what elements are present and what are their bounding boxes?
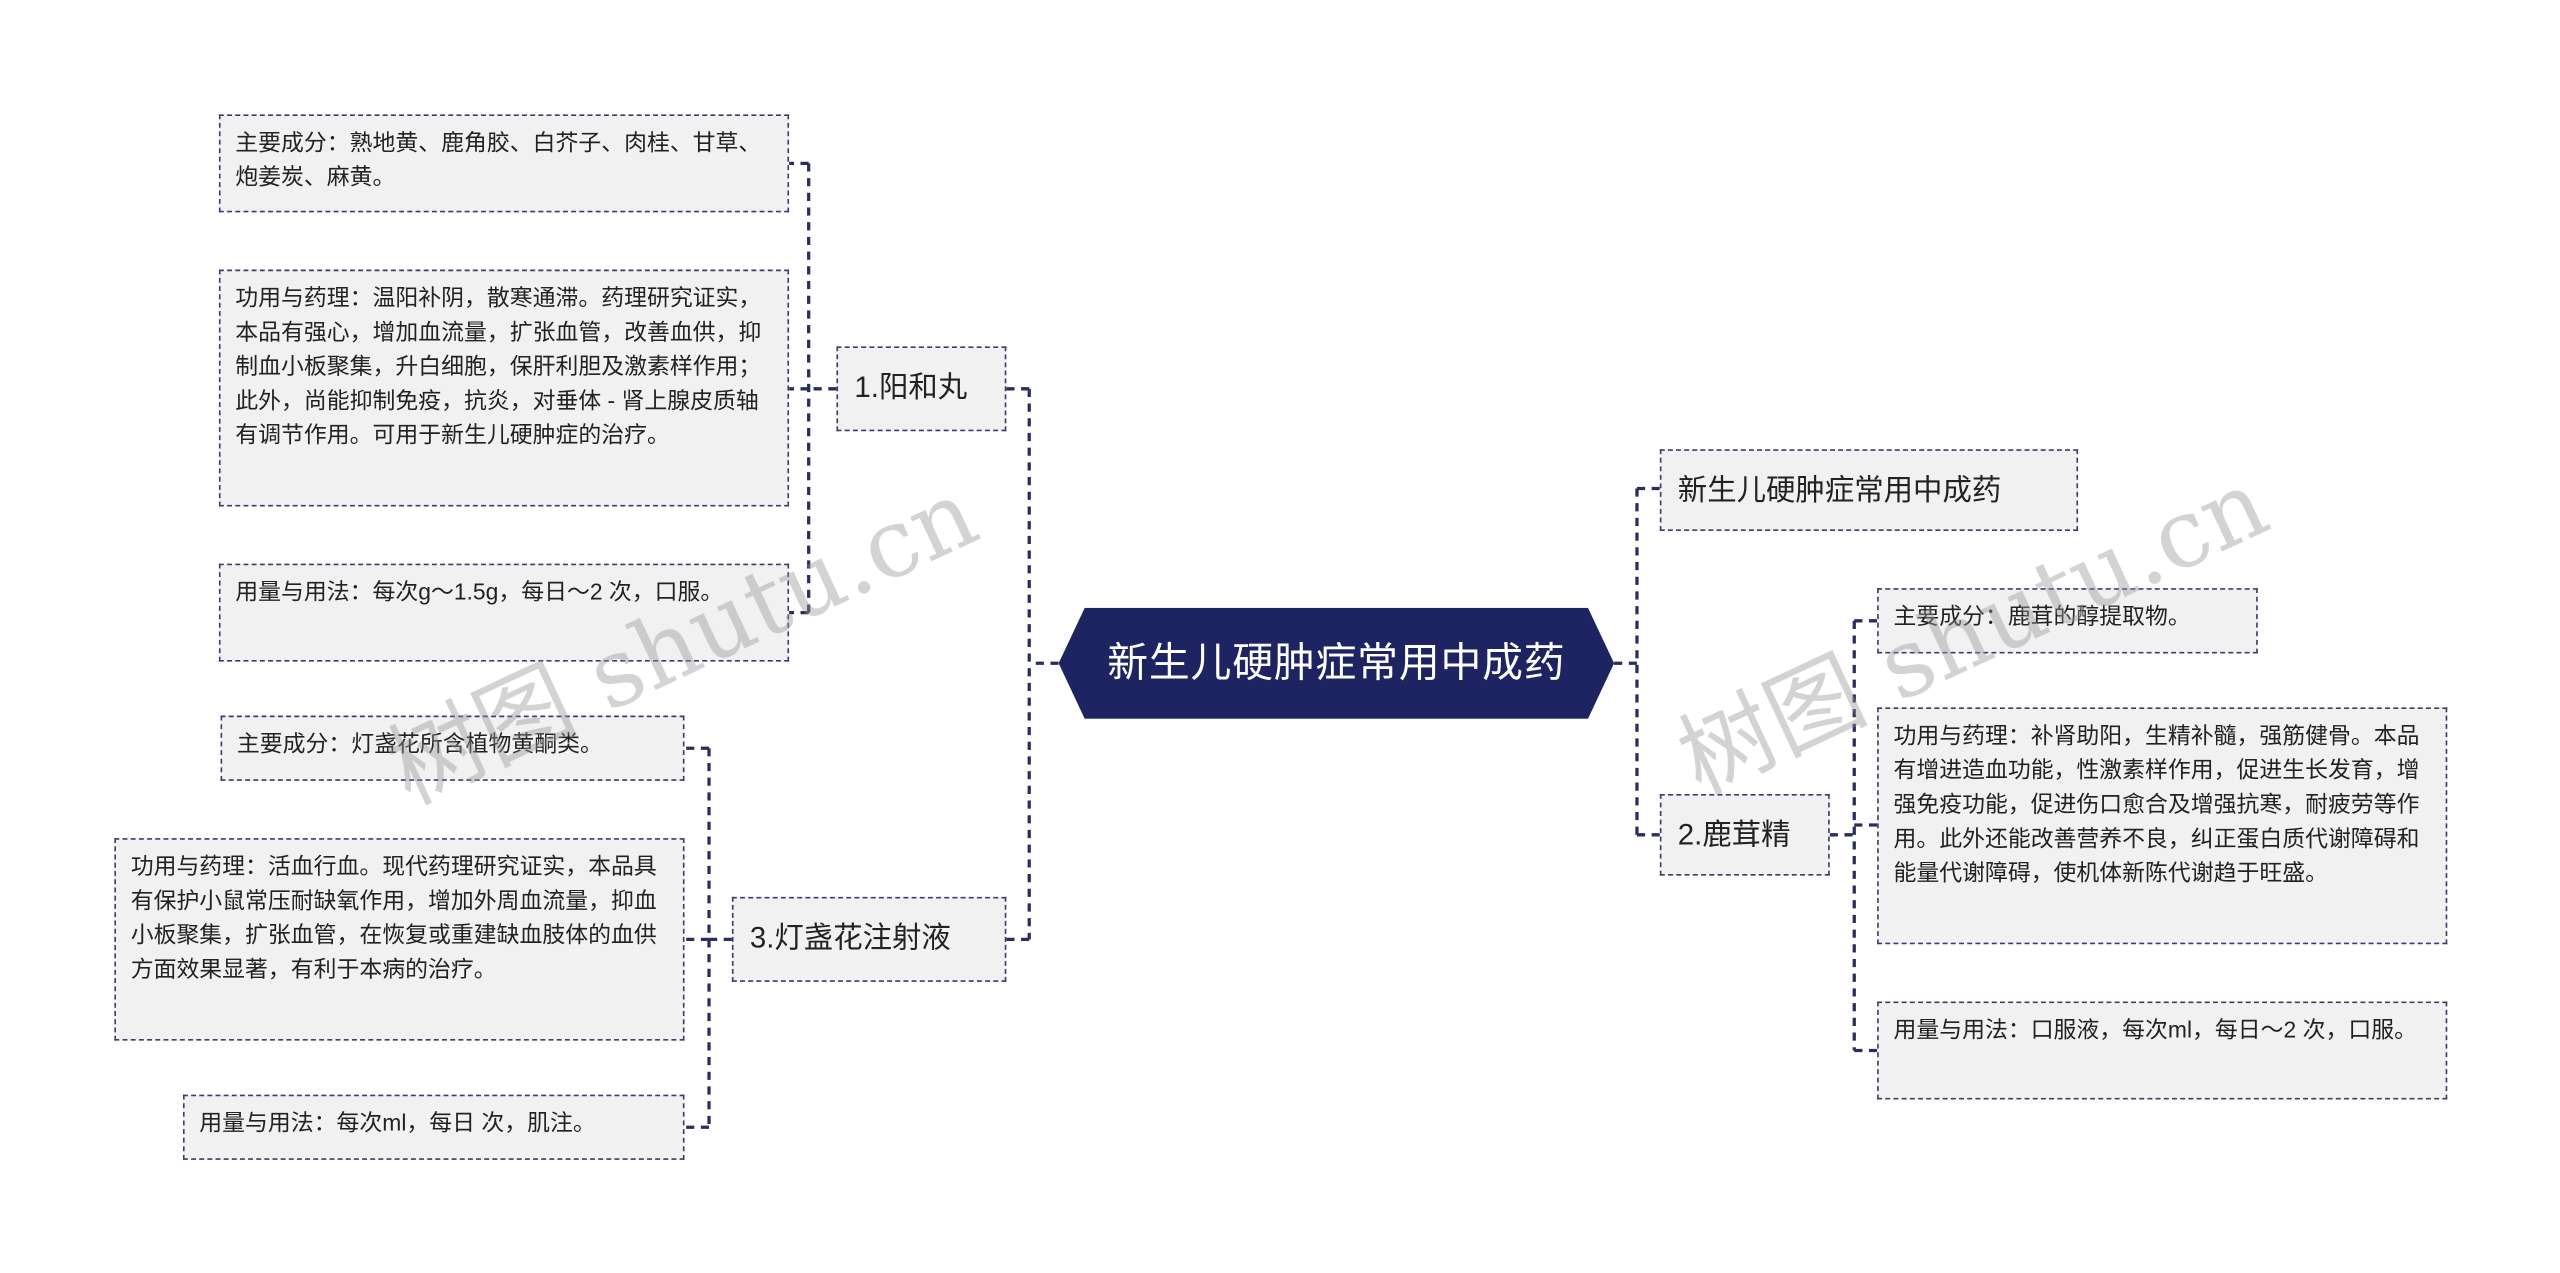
b3-function-node[interactable]: 功用与药理：活血行血。现代药理研究证实，本品具有保护小鼠常压耐缺氧作用，增加外周…	[114, 838, 685, 1041]
b3-composition-node[interactable]: 主要成分：灯盏花所含植物黄酮类。	[220, 715, 685, 781]
branch-yanghe-pill[interactable]: 1.阳和丸	[836, 346, 1007, 432]
b1-composition-node[interactable]: 主要成分：熟地黄、鹿角胶、白芥子、肉桂、甘草、炮姜炭、麻黄。	[218, 114, 790, 213]
b2-composition-node[interactable]: 主要成分：鹿茸的醇提取物。	[1877, 588, 2258, 654]
branch-right-title[interactable]: 新生儿硬肿症常用中成药	[1659, 449, 2079, 531]
b2-dosage-node[interactable]: 用量与用法：口服液，每次ml，每日～2 次，口服。	[1877, 1001, 2448, 1100]
b1-dosage-node[interactable]: 用量与用法：每次g～1.5g，每日～2 次，口服。	[218, 563, 790, 662]
b1-function-node[interactable]: 功用与药理：温阳补阴，散寒通滞。药理研究证实，本品有强心，增加血流量，扩张血管，…	[218, 269, 790, 507]
b2-function-node[interactable]: 功用与药理：补肾助阳，生精补髓，强筋健骨。本品有增进造血功能，性激素样作用，促进…	[1877, 707, 2448, 945]
branch-lurong-essence[interactable]: 2.鹿茸精	[1659, 793, 1830, 876]
branch-dengzhanhua-injection[interactable]: 3.灯盏花注射液	[731, 896, 1007, 982]
root-node[interactable]: 新生儿硬肿症常用中成药	[1058, 607, 1615, 719]
b3-dosage-node[interactable]: 用量与用法：每次ml，每日 次，肌注。	[182, 1094, 685, 1160]
